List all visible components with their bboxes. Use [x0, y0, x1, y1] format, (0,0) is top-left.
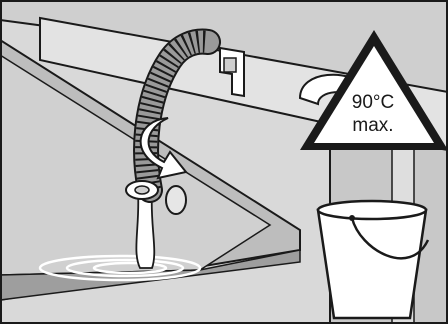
bucket-icon — [318, 201, 428, 318]
warning-temperature-text: 90°C — [352, 92, 394, 113]
water-stream-icon — [136, 192, 154, 268]
warning-max-text: max. — [352, 115, 393, 136]
